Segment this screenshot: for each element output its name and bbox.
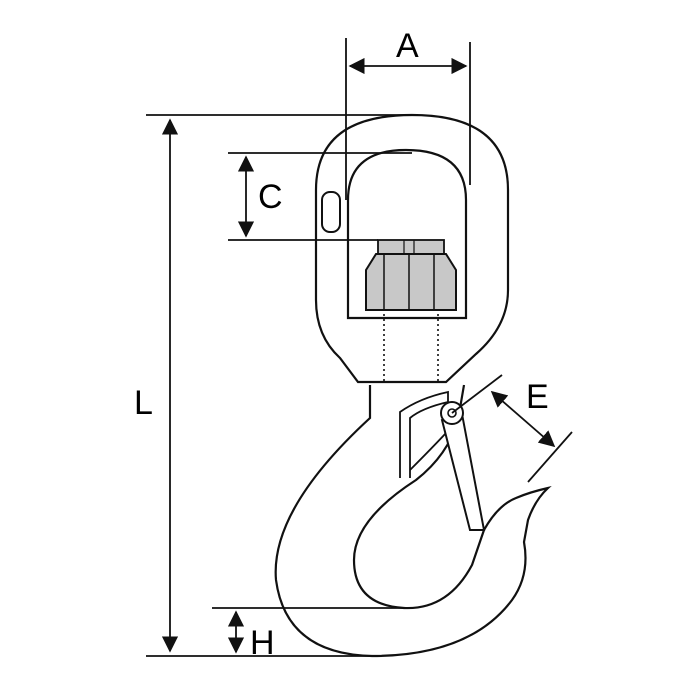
eye-opening xyxy=(346,148,468,320)
hook-outline xyxy=(274,384,552,658)
dimension-a: A xyxy=(345,27,471,200)
dimension-h: H xyxy=(212,607,404,662)
dim-label-l: L xyxy=(134,384,153,422)
eye-slot xyxy=(321,191,341,233)
dim-label-a: A xyxy=(396,27,419,65)
swivel-nut xyxy=(365,239,457,311)
dim-label-h: H xyxy=(250,624,275,662)
swivel-eye-outline xyxy=(314,113,510,384)
dimension-e: E xyxy=(451,374,573,483)
dim-label-c: C xyxy=(258,178,283,216)
safety-latch xyxy=(399,390,486,531)
dim-label-e: E xyxy=(526,378,549,416)
dimension-l: L xyxy=(134,114,412,657)
dimension-c: C xyxy=(228,152,412,241)
